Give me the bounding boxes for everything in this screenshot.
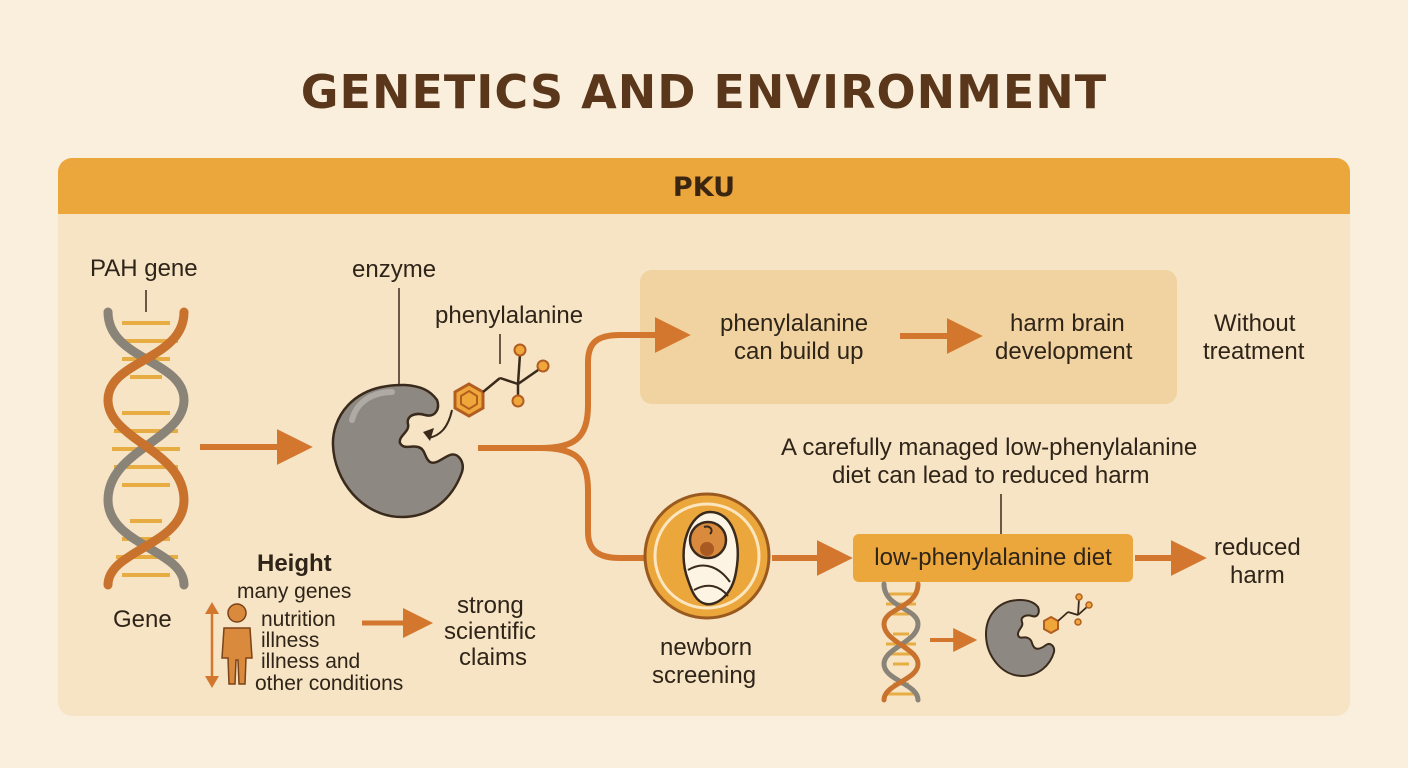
phe-build-up-line2: can build up	[734, 338, 864, 365]
newborn-screening-line2: screening	[652, 662, 757, 689]
phenylalanine-molecule-icon	[453, 334, 550, 418]
other-conditions-label: other conditions	[255, 672, 404, 695]
nutrition-label: nutrition	[261, 608, 336, 631]
enzyme-label: enzyme	[352, 256, 437, 283]
illness-and-label: illness and	[261, 650, 361, 673]
low-phe-diet-badge: low-phenylalanine diet	[853, 534, 1133, 582]
dna-icon	[103, 290, 189, 590]
pku-panel: PKU	[58, 158, 1350, 716]
newborn-icon	[643, 492, 771, 620]
strong-claims-line3: claims	[459, 644, 528, 671]
strong-claims-line1: strong	[457, 592, 524, 619]
illness-label: illness	[261, 629, 320, 652]
height-label: Height	[257, 550, 332, 577]
many-genes-label: many genes	[237, 580, 352, 603]
small-enzyme-icon	[984, 593, 1093, 678]
without-treatment-line2: treatment	[1203, 338, 1305, 365]
panel-header: PKU	[58, 158, 1350, 214]
phenylalanine-label: phenylalanine	[435, 302, 584, 329]
managed-diet-line1: A carefully managed low-phenylalanine	[781, 434, 1198, 461]
harm-brain-line1: harm brain	[1010, 310, 1125, 337]
small-dna-icon	[881, 581, 921, 703]
pah-gene-label: PAH gene	[90, 255, 198, 282]
harm-brain-line2: development	[995, 338, 1133, 365]
person-icon	[205, 602, 253, 688]
phe-build-up-line1: phenylalanine	[720, 310, 869, 337]
newborn-screening-line1: newborn	[660, 634, 753, 661]
fork-arrows	[478, 317, 691, 561]
managed-diet-line2: diet can lead to reduced harm	[832, 462, 1150, 489]
page-title: GENETICS AND ENVIRONMENT	[300, 65, 1108, 119]
without-treatment-line1: Without	[1214, 310, 1296, 337]
reduced-harm-line2: harm	[1230, 562, 1285, 589]
enzyme-icon	[331, 288, 464, 519]
reduced-harm-line1: reduced	[1214, 534, 1301, 561]
gene-label: Gene	[113, 606, 172, 633]
strong-claims-line2: scientific	[444, 618, 537, 645]
